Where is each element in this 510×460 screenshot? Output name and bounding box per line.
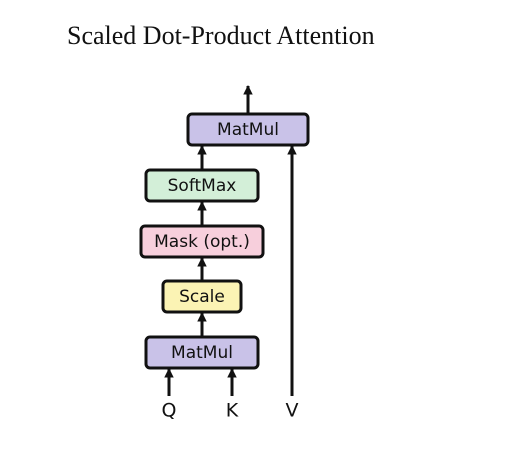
mask-box [139,224,265,259]
softmax-block: SoftMax [144,168,260,203]
matmul-top-label: MatMul [217,120,279,140]
input-label-k: K [226,400,239,422]
matmul-bottom-block: MatMul [144,335,260,370]
mask-block: Mask (opt.) [139,224,265,259]
softmax-box [144,168,260,203]
scale-label: Scale [179,287,225,307]
scale-box [161,279,243,314]
diagram-title: Scaled Dot-Product Attention [67,21,375,50]
mask-label: Mask (opt.) [154,232,250,252]
softmax-label: SoftMax [168,176,237,196]
matmul-top-box [186,112,310,147]
matmul-bottom-box [144,335,260,370]
input-label-q: Q [162,400,177,422]
input-label-v: V [286,400,299,422]
matmul-bottom-label: MatMul [171,343,233,363]
scale-block: Scale [161,279,243,314]
matmul-top-block: MatMul [186,112,310,147]
